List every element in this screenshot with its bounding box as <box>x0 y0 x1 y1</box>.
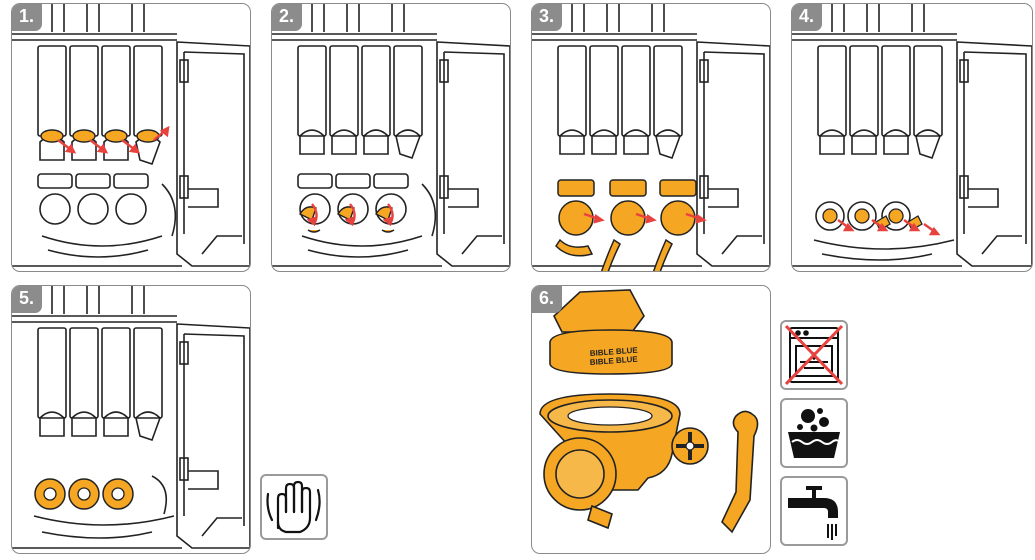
part-label-line-2: BIBLE BLUE <box>590 355 639 367</box>
part-label-line-1: BIBLE BLUE <box>590 346 639 358</box>
machine-illustration <box>792 4 1032 267</box>
hand-wash-basin-icon <box>780 398 848 468</box>
no-dishwasher-icon <box>780 320 848 390</box>
step-panel-5: 5. <box>11 285 251 554</box>
step-panel-6: 6. BIBLE BLUE BIBLE BLUE <box>531 285 771 554</box>
machine-illustration <box>532 4 770 271</box>
step-panel-1: 1. <box>11 3 251 272</box>
hand-wipe-icon <box>260 474 328 540</box>
step-panel-4: 4. <box>791 3 1033 272</box>
step-number-badge: 3. <box>532 4 563 31</box>
parts-illustration: BIBLE BLUE BIBLE BLUE <box>539 289 759 534</box>
machine-illustration <box>12 4 250 267</box>
step-panel-3: 3. <box>531 3 771 272</box>
machine-illustration <box>12 286 250 549</box>
step-number-badge: 6. <box>532 286 563 313</box>
machine-illustration <box>272 4 510 267</box>
step-number-badge: 4. <box>792 4 823 31</box>
water-tap-icon <box>780 476 848 546</box>
step-number-badge: 2. <box>272 4 303 31</box>
step-number-badge: 5. <box>12 286 43 313</box>
step-number-badge: 1. <box>12 4 43 31</box>
step-panel-2: 2. <box>271 3 511 272</box>
